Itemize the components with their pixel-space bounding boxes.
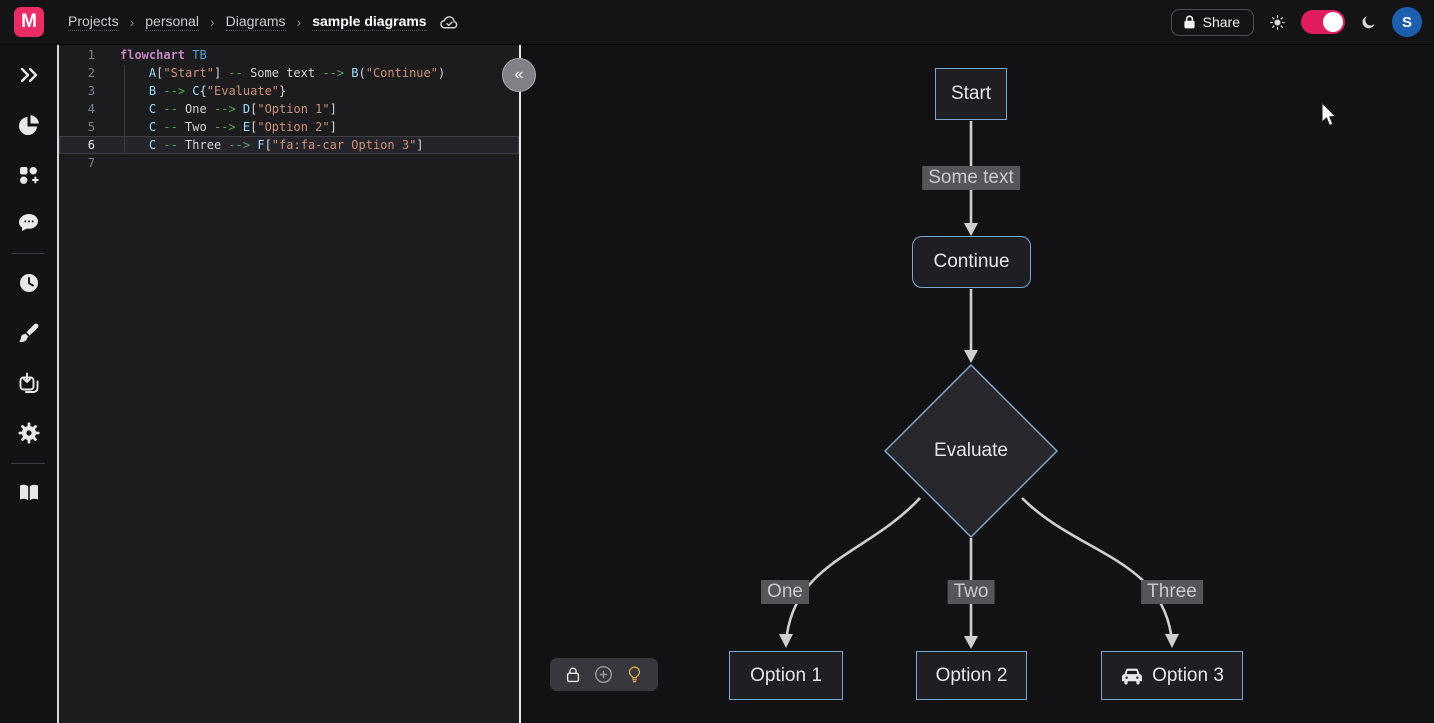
line-number: 6 (87, 138, 95, 152)
edge-label-three: Three (1141, 580, 1203, 604)
paintbrush-icon[interactable] (14, 318, 44, 348)
breadcrumb-separator: › (129, 14, 135, 30)
breadcrumb-item[interactable]: sample diagrams (312, 13, 427, 31)
sidebar-divider (11, 463, 45, 464)
settings-gear-icon[interactable] (14, 418, 44, 448)
node-start[interactable]: Start (935, 68, 1007, 120)
breadcrumb-item[interactable]: Projects (68, 13, 119, 31)
share-button[interactable]: Share (1170, 8, 1254, 36)
node-evaluate-label: Evaluate (934, 440, 1008, 461)
cloud-check-icon (439, 12, 460, 33)
code-line[interactable]: 4 C -- One --> D["Option 1"] (59, 100, 519, 118)
line-number: 2 (87, 66, 95, 80)
breadcrumb-item[interactable]: personal (145, 13, 199, 31)
avatar[interactable]: S (1392, 7, 1422, 37)
node-evaluate-shape (883, 363, 1059, 539)
breadcrumb-separator: › (209, 14, 215, 30)
sun-icon[interactable] (1269, 14, 1286, 31)
lock-icon[interactable] (565, 666, 581, 683)
lock-icon (1183, 15, 1196, 29)
node-option1-label: Option 1 (750, 664, 822, 686)
code-line[interactable]: 3 B --> C{"Evaluate"} (59, 82, 519, 100)
lightbulb-icon[interactable] (626, 665, 643, 684)
diagram-canvas[interactable]: Start Continue Evaluate Option 1 Option … (521, 45, 1434, 723)
share-button-label: Share (1202, 13, 1240, 30)
code-line[interactable]: 5 C -- Two --> E["Option 2"] (59, 118, 519, 136)
import-save-icon[interactable] (14, 368, 44, 398)
expand-double-chevron-icon[interactable] (14, 60, 44, 90)
sidebar-divider (11, 253, 45, 254)
indent-guide (124, 65, 125, 154)
canvas-toolbar (550, 658, 658, 691)
node-option2[interactable]: Option 2 (916, 651, 1027, 700)
node-continue[interactable]: Continue (912, 236, 1031, 288)
node-start-label: Start (950, 83, 992, 104)
code-line[interactable]: 7 (59, 154, 519, 172)
car-icon (1120, 666, 1144, 686)
node-continue-label: Continue (933, 251, 1010, 272)
moon-icon[interactable] (1360, 14, 1377, 31)
node-option2-label: Option 2 (935, 664, 1008, 686)
node-evaluate[interactable]: Evaluate (934, 440, 1008, 462)
line-number: 1 (87, 48, 95, 62)
code-line[interactable]: 2 A["Start"] -- Some text --> B("Continu… (59, 64, 519, 82)
line-number: 5 (87, 120, 95, 134)
edge-label-one: One (761, 580, 809, 604)
documentation-book-icon[interactable] (14, 478, 44, 508)
mermaid-logo[interactable]: M (14, 7, 44, 37)
node-option1[interactable]: Option 1 (729, 651, 843, 700)
breadcrumb-separator: › (296, 14, 302, 30)
breadcrumb: Projects › personal › Diagrams › sample diagra… (68, 13, 427, 31)
blocks-plus-icon[interactable] (14, 160, 44, 190)
edge-label-two: Two (947, 580, 995, 604)
node-option3-label: Option 3 (1152, 664, 1224, 686)
pie-chart-icon[interactable] (14, 110, 44, 140)
line-number: 4 (87, 102, 95, 116)
history-clock-icon[interactable] (14, 268, 44, 298)
edge-evaluate-option3 (1021, 497, 1173, 635)
sidebar (0, 45, 59, 723)
chat-bubble-icon[interactable] (14, 208, 44, 238)
node-option3[interactable]: Option 3 (1101, 651, 1243, 700)
breadcrumb-item[interactable]: Diagrams (225, 13, 286, 31)
edge-label-some-text: Some text (922, 166, 1020, 190)
panel-divider[interactable] (519, 45, 521, 723)
theme-toggle[interactable] (1301, 10, 1345, 34)
top-bar: M Projects › personal › Diagrams › sample diag… (0, 0, 1434, 45)
line-number: 7 (87, 156, 95, 170)
code-line[interactable]: 6 C -- Three --> F["fa:fa-car Option 3"] (59, 136, 519, 154)
edge-evaluate-option1 (785, 497, 921, 635)
flowchart-edges (779, 121, 1179, 649)
line-number: 3 (87, 84, 95, 98)
theme-toggle-knob (1323, 12, 1343, 32)
plus-circle-icon[interactable] (594, 665, 613, 684)
collapse-editor-button[interactable]: « (502, 58, 536, 92)
